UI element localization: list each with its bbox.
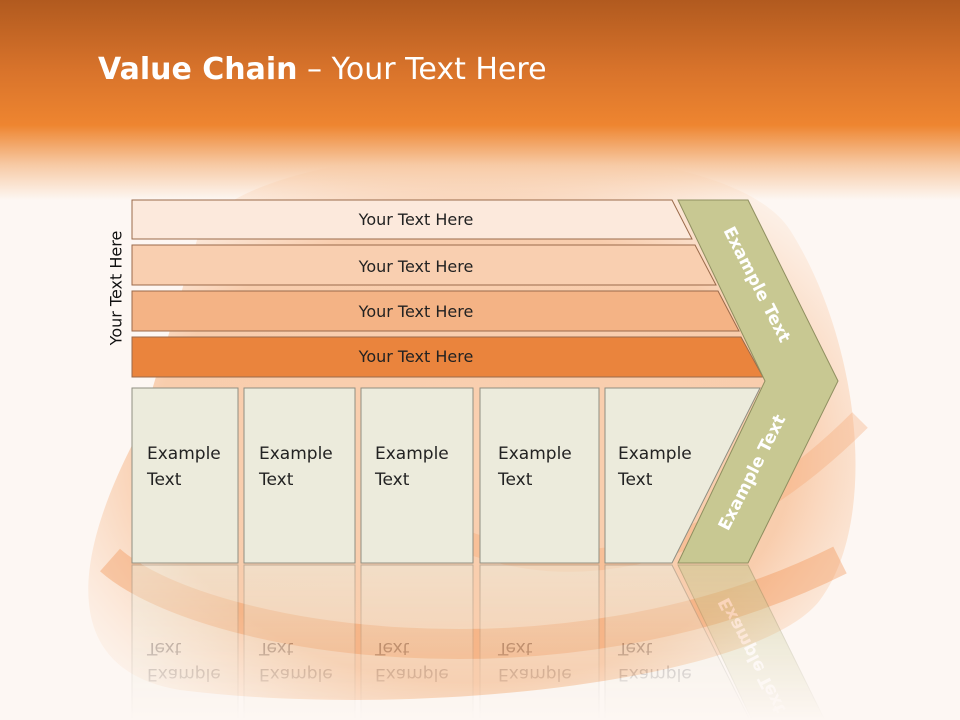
header-band bbox=[0, 0, 960, 200]
box-3: Example Text bbox=[360, 387, 474, 564]
bar-1-label: Your Text Here bbox=[358, 210, 474, 229]
box-3-line2: Text bbox=[374, 470, 410, 490]
bar-4-label: Your Text Here bbox=[358, 347, 474, 366]
bar-1: Your Text Here bbox=[131, 199, 693, 240]
box-2: Example Text bbox=[243, 387, 356, 564]
bar-2-label: Your Text Here bbox=[358, 257, 474, 276]
title-rest: – Your Text Here bbox=[297, 52, 547, 87]
svg-text:Example: Example bbox=[375, 664, 449, 684]
box-5-line1: Example bbox=[618, 444, 692, 464]
bar-3-label: Your Text Here bbox=[358, 302, 474, 321]
svg-text:Text: Text bbox=[374, 638, 410, 658]
box-1-line2: Text bbox=[146, 470, 182, 490]
svg-text:Example: Example bbox=[618, 664, 692, 684]
svg-text:Text: Text bbox=[146, 638, 182, 658]
box-1-line1: Example bbox=[147, 444, 221, 464]
svg-text:Example: Example bbox=[259, 664, 333, 684]
bar-2: Your Text Here bbox=[131, 244, 717, 286]
box-4-line1: Example bbox=[498, 444, 572, 464]
box-5-line2: Text bbox=[617, 470, 653, 490]
title-bold: Value Chain bbox=[98, 52, 298, 87]
slide-title: Value Chain – Your Text Here bbox=[98, 52, 547, 87]
svg-text:Example: Example bbox=[147, 664, 221, 684]
svg-text:Text: Text bbox=[258, 638, 294, 658]
box-3-line1: Example bbox=[375, 444, 449, 464]
svg-text:Example: Example bbox=[498, 664, 572, 684]
box-2-line2: Text bbox=[258, 470, 294, 490]
box-4: Example Text bbox=[479, 387, 600, 564]
bar-4: Your Text Here bbox=[131, 336, 764, 378]
bar-3: Your Text Here bbox=[131, 290, 740, 332]
box-1: Example Text bbox=[131, 387, 239, 564]
box-5: Example Text bbox=[604, 387, 761, 564]
reflection: Example Text Example Text Example Text E… bbox=[131, 564, 826, 720]
svg-text:Text: Text bbox=[617, 638, 653, 658]
box-2-line1: Example bbox=[259, 444, 333, 464]
chevron-arrow: Example Text Example Text bbox=[677, 199, 839, 564]
svg-text:Text: Text bbox=[497, 638, 533, 658]
box-4-line2: Text bbox=[497, 470, 533, 490]
